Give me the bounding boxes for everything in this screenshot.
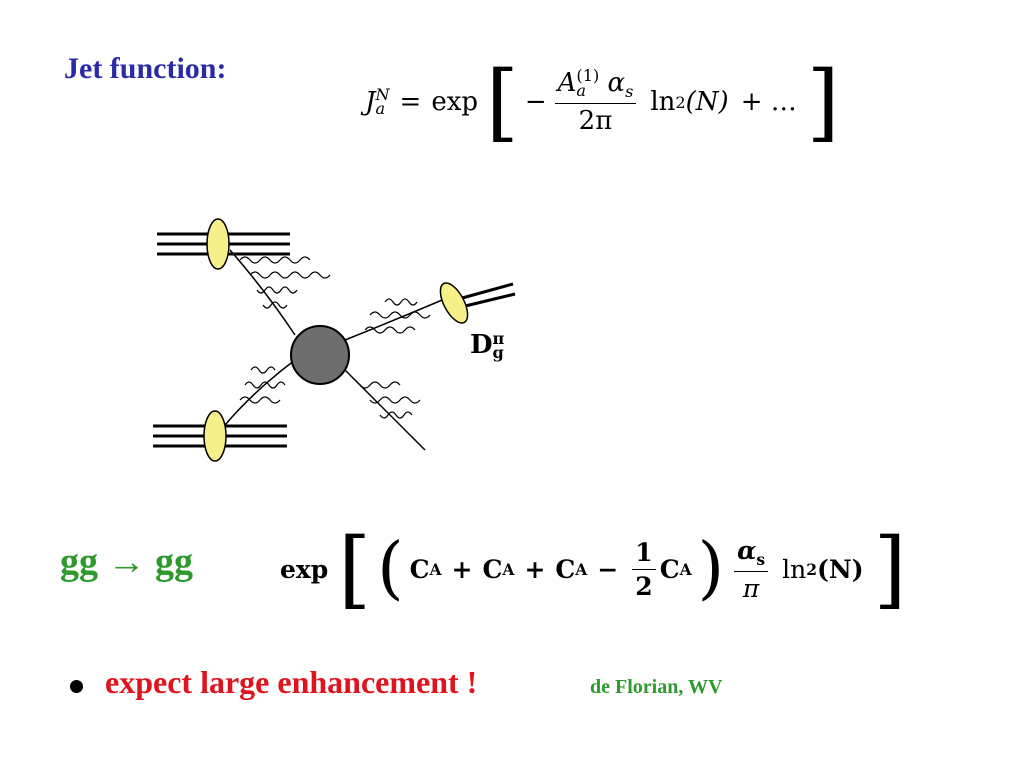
bullet-text: expect large enhancement ! (105, 664, 478, 700)
eq2-plus2: + (524, 554, 546, 584)
eq1-arg: (N) (685, 87, 729, 117)
scattering-diagram (153, 218, 516, 462)
eq2-half: 1 2 (632, 538, 656, 601)
eq1-lhs-sup: N (375, 84, 390, 104)
eq1-ln: ln (650, 87, 676, 117)
eq1-num-a-sub: a (576, 80, 587, 100)
eq1-left-bracket: [ (486, 53, 519, 151)
reaction-label: gg → gg (60, 541, 193, 583)
eq2-ln: ln (782, 554, 807, 584)
eq1-equals: = (399, 87, 422, 117)
eq2-half-num: 1 (632, 538, 656, 570)
hard-scattering-blob (290, 325, 350, 385)
eq1-den: 2π (578, 106, 613, 137)
eq1-num-alpha-sub: s (625, 82, 634, 102)
bullet-point (70, 680, 83, 693)
eq2-c3-sub: A (575, 559, 588, 579)
eq2-minus: − (597, 554, 619, 584)
eq1-fraction: A(1)a αs 2π (554, 66, 637, 137)
eq2-alpha: α (737, 535, 757, 565)
eq1-num-a-sup: (1) (576, 66, 600, 86)
credit-text: de Florian, WV (590, 676, 723, 698)
eq2-left-paren: ( (377, 529, 404, 608)
eq2-right-paren: ) (697, 529, 725, 608)
eq2-c2-sub: A (502, 559, 515, 579)
eq1-lhs: J (365, 87, 376, 117)
label-sub: g (492, 343, 504, 362)
eq1-num-alpha: α (607, 67, 626, 98)
eq2-arg: (N) (817, 554, 864, 584)
eq1-num-a: A (557, 67, 577, 98)
slide-title: Jet function: (64, 52, 227, 85)
eq2-right-bracket: ] (873, 520, 907, 618)
eq2-c1: C (409, 554, 430, 584)
gluon-radiation (239, 256, 431, 419)
eq2-ln-sup: 2 (806, 559, 818, 579)
eq2-c4-sub: A (679, 559, 692, 579)
eq2-c2: C (482, 554, 503, 584)
eq2-plus1: + (451, 554, 473, 584)
eq2-alpha-sub: s (756, 549, 766, 569)
eq2-left-bracket: [ (338, 520, 372, 618)
eq2-half-den: 2 (635, 571, 653, 601)
label-sup: π (492, 328, 505, 348)
eq1-ln-sup: 2 (675, 92, 686, 112)
eq1-plus-dots: + … (740, 87, 797, 117)
eq2-alpha-over-pi: αs π (734, 535, 769, 603)
eq1-exp: exp (431, 87, 479, 117)
eq1-minus: − (524, 87, 547, 117)
upper-hadron-ellipse (206, 218, 230, 270)
lower-hadron-ellipse (203, 410, 227, 462)
eq2-c3: C (555, 554, 576, 584)
eq1-right-bracket: ] (806, 53, 840, 151)
fragmentation-ellipse (439, 282, 469, 324)
eq2-c4: C (659, 554, 680, 584)
eq2-pi: π (742, 573, 760, 603)
eq1-lhs-sub: a (375, 99, 386, 118)
eq2-exp: exp (280, 554, 329, 584)
label-d: D (470, 330, 493, 360)
eq2-c1-sub: A (429, 559, 442, 579)
